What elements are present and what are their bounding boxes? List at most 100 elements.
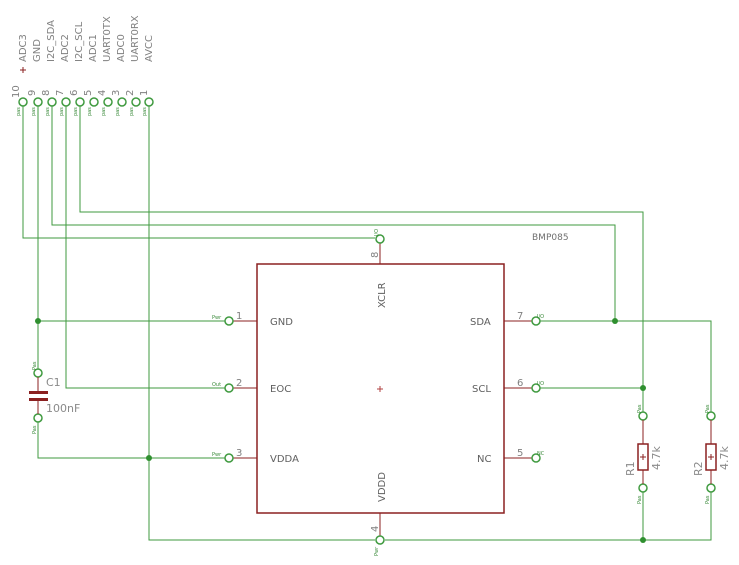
resistor-r2: R2 4.7k Pas Pas [692, 404, 731, 504]
connector-pin-number: 5 [83, 90, 94, 96]
r2-body [705, 443, 717, 471]
junctions [35, 318, 646, 544]
junction-dot [146, 455, 152, 461]
ic-pad-1 [224, 316, 234, 326]
connector-pad [33, 97, 43, 107]
ic-name: BMP085 [532, 233, 569, 243]
r2-value: 4.7k [718, 446, 731, 470]
ic-pin-number-7: 7 [517, 311, 523, 322]
connector-pad [61, 97, 71, 107]
connector-pad [75, 97, 85, 107]
r1-value: 4.7k [650, 446, 663, 470]
signal-label-i2c-scl: I2C_SCL [74, 21, 85, 62]
cap-plate-top [29, 391, 48, 394]
wire-i2c-scl [79, 106, 644, 388]
ic-pin-name-eoc: EOC [270, 384, 291, 395]
ic-pin-name-nc: NC [477, 454, 491, 465]
pad-tag: pas [16, 107, 22, 116]
ic-pin-tag: Pwr [212, 452, 222, 458]
ic-pin-name-vddd: VDDD [377, 472, 388, 502]
connector-pad [144, 97, 154, 107]
connector-pin-number: 1 [139, 90, 150, 96]
ic-pin-number-2: 2 [236, 378, 242, 389]
connector-pin-number: 6 [69, 90, 80, 96]
r1-pad-bottom [638, 483, 648, 493]
signal-label-avcc: AVCC [144, 35, 155, 62]
connector-pin-number: 9 [27, 90, 38, 96]
ic-pad-8 [375, 234, 385, 244]
r1-ref: R1 [624, 461, 637, 476]
signal-label-uart0tx: UART0TX [102, 16, 113, 62]
connector-pad [18, 97, 28, 107]
ic-pin-number-6: 6 [517, 378, 523, 389]
connector-pin-numbers: 10 9 8 7 6 5 4 3 2 1 [11, 85, 150, 98]
cap-ref: C1 [46, 376, 61, 389]
ic-pin-name-scl: SCL [472, 384, 491, 395]
connector-pad-tags: pas pas pas pas pas pas pas pas pas pas [16, 107, 148, 116]
signal-label-adc2: ADC2 [60, 34, 71, 62]
ic-pin-name-xclr: XCLR [377, 282, 388, 308]
ic-pin-number-4: 4 [370, 526, 381, 532]
r2-ref: R2 [692, 461, 705, 476]
junction-dot [35, 318, 41, 324]
ic-pad-4 [375, 535, 385, 545]
signal-label-i2c-sda: I2C_SDA [46, 20, 57, 62]
wire-avcc [148, 106, 375, 541]
ic-pad-5 [531, 453, 541, 463]
ic-bmp085: BMP085 GND EO [212, 229, 569, 556]
pad-tag: Pas [637, 495, 643, 504]
junction-dot [640, 385, 646, 391]
ic-pin-tag: I/O [374, 229, 380, 236]
ic-pin-tag: Pwr [374, 546, 380, 556]
pad-tag: Pas [705, 495, 711, 504]
ic-pad-2 [224, 383, 234, 393]
wire-i2c-sda [51, 106, 616, 321]
connector-pin-number: 2 [125, 90, 136, 96]
pad-tag: pas [142, 107, 148, 116]
capacitor-c1: C1 100nF Pas Pas [29, 361, 80, 434]
pad-tag: pas [73, 107, 79, 116]
pad-tag: pas [87, 107, 93, 116]
pad-tag: pas [59, 107, 65, 116]
pad-tag: Pas [32, 425, 38, 434]
connector-pad [103, 97, 113, 107]
pad-tag: Pas [705, 404, 711, 413]
pad-tag: pas [115, 107, 121, 116]
connector-pin-number: 4 [97, 90, 108, 96]
pad-tag: pas [31, 107, 37, 116]
wires [22, 106, 712, 541]
signal-label-uart0rx: UART0RX [130, 15, 141, 62]
wire-adc3-xclr [22, 106, 375, 239]
ic-pin-name-sda: SDA [470, 317, 491, 328]
signal-label-adc3: ADC3 [18, 34, 29, 62]
connector-pin-number: 3 [111, 90, 122, 96]
pad-tag: pas [45, 107, 51, 116]
ic-pin-number-5: 5 [517, 448, 523, 459]
ic-pad-7 [531, 316, 541, 326]
connector-pin-number: 8 [41, 90, 52, 96]
signal-label-adc0: ADC0 [116, 34, 127, 62]
cap-value: 100nF [46, 402, 80, 415]
resistor-r1: R1 4.7k Pas Pas [624, 404, 663, 504]
ic-pin-tag: NC [537, 451, 545, 457]
ic-pin-tag: I/O [537, 381, 544, 387]
signal-label-gnd: GND [32, 39, 43, 62]
cap-pad-bottom [33, 413, 43, 423]
ic-pin-tag: Out [212, 382, 221, 388]
connector-pin-number: 7 [55, 90, 66, 96]
pad-tag: pas [101, 107, 107, 116]
signal-label-adc1: ADC1 [88, 34, 99, 62]
ic-pad-3 [224, 453, 234, 463]
connector-pad [47, 97, 57, 107]
ic-pin-tag: I/O [537, 314, 544, 320]
junction-dot [612, 318, 618, 324]
connector-header: ADC3 GND I2C_SDA ADC2 I2C_SCL ADC1 UART0… [11, 15, 155, 116]
pad-tag: Pas [637, 404, 643, 413]
r2-pad-bottom [706, 483, 716, 493]
ic-pin-name-gnd: GND [270, 317, 293, 328]
wire-cap-vdda [37, 422, 228, 459]
connector-pin-number: 10 [11, 85, 22, 98]
pad-tag: pas [129, 107, 135, 116]
ic-pad-6 [531, 383, 541, 393]
junction-dot [640, 537, 646, 543]
